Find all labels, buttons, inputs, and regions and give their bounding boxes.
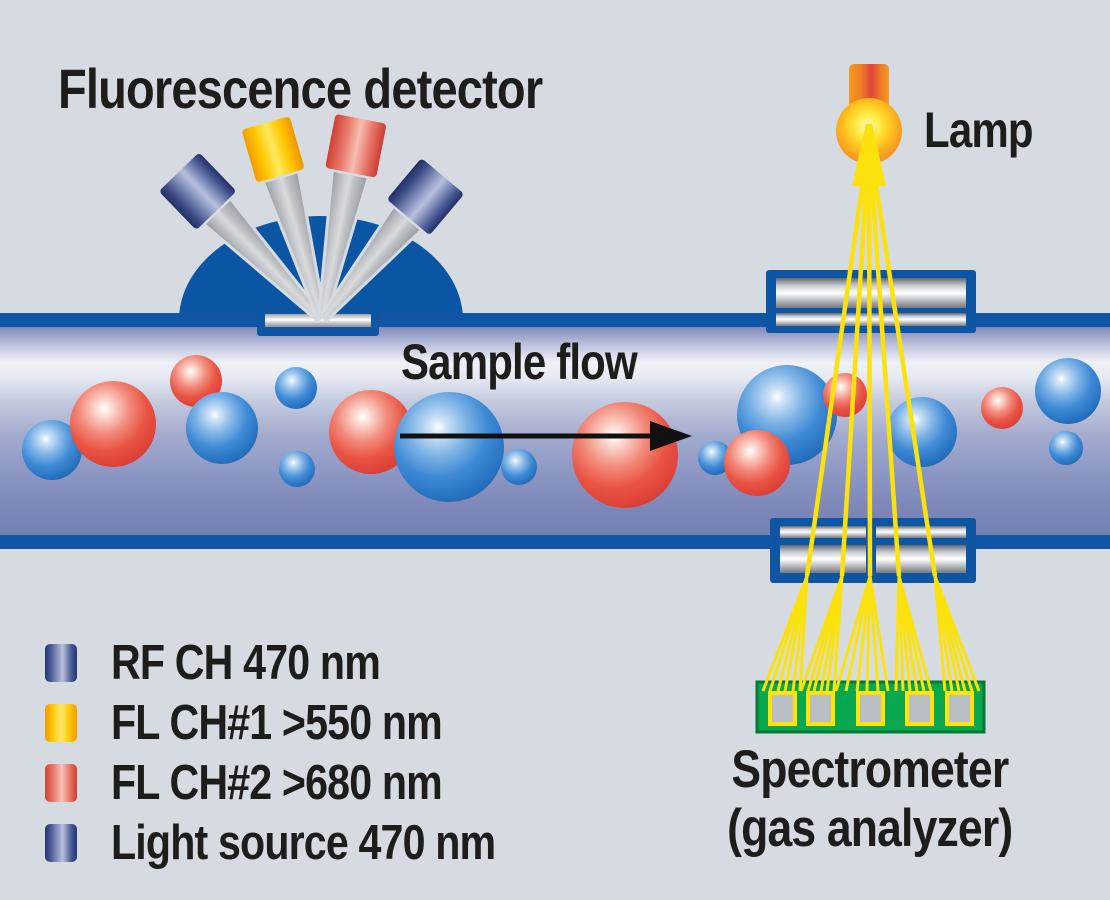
ray-fan-4 xyxy=(894,575,933,692)
legend-label: Light source 470 nm xyxy=(111,816,496,870)
red-particle xyxy=(329,390,413,474)
legend-label: FL CH#1 >550 nm xyxy=(111,696,443,750)
probe-light-source xyxy=(318,157,466,323)
blue-particle xyxy=(501,449,537,485)
ray-fan-3 xyxy=(834,575,890,692)
spectrometer-sensor xyxy=(806,691,835,726)
spectrometer-label-line2: (gas analyzer) xyxy=(727,799,1013,859)
blue-particle xyxy=(1035,358,1101,424)
legend-item-fl-ch2: FL CH#2 >680 nm xyxy=(45,756,569,810)
legend-swatch-red xyxy=(45,764,77,802)
fluorescence-detector-probes xyxy=(157,111,466,323)
sample-flow-arrow xyxy=(400,421,692,451)
legend-item-rf-ch: RF CH 470 nm xyxy=(45,636,569,690)
sample-flow-label-text: Sample flow xyxy=(401,334,638,390)
lamp-light-rays xyxy=(804,124,938,577)
blue-particle xyxy=(394,392,504,502)
legend-label: RF CH 470 nm xyxy=(111,636,381,690)
ray-fan-1 xyxy=(761,575,809,692)
blue-particle xyxy=(22,420,82,480)
spectrometer-board xyxy=(755,680,986,734)
legend-swatch-blue xyxy=(45,644,77,682)
title: Fluorescence detector xyxy=(58,56,635,121)
red-particle xyxy=(981,387,1023,429)
blue-particle xyxy=(1049,431,1083,465)
legend-swatch-blue-2 xyxy=(45,824,77,862)
blue-particle xyxy=(275,367,317,409)
red-particle xyxy=(572,402,678,508)
title-text: Fluorescence detector xyxy=(58,57,543,120)
blue-particle xyxy=(186,392,258,464)
spectrometer-window xyxy=(770,518,976,583)
spectrometer-sensor xyxy=(768,691,797,726)
dispersed-ray-fans xyxy=(761,575,981,692)
blue-particle xyxy=(698,441,732,475)
spectrometer-sensor xyxy=(945,691,974,726)
blue-particle xyxy=(887,397,957,467)
spectrometer-label: Spectrometer (gas analyzer) xyxy=(660,740,1080,859)
legend-label: FL CH#2 >680 nm xyxy=(111,756,443,810)
legend-item-fl-ch1: FL CH#1 >550 nm xyxy=(45,696,569,750)
legend-item-light-source: Light source 470 nm xyxy=(45,816,569,870)
red-particle xyxy=(724,430,790,496)
blue-particle xyxy=(279,451,315,487)
spectrometer-label-line1: Spectrometer xyxy=(731,740,1010,799)
ray-fan-2 xyxy=(799,575,844,692)
lamp-label: Lamp xyxy=(924,101,1053,159)
legend-swatch-yellow xyxy=(45,704,77,742)
legend: RF CH 470 nm FL CH#1 >550 nm FL CH#2 >68… xyxy=(45,636,569,883)
red-particle xyxy=(70,381,156,467)
ray-fan-5 xyxy=(933,575,981,692)
red-particle xyxy=(170,355,222,407)
sample-flow-label: Sample flow xyxy=(401,333,682,391)
spectrometer-sensor xyxy=(856,691,885,726)
spectrometer-sensor xyxy=(905,691,934,726)
lamp-label-text: Lamp xyxy=(924,102,1034,158)
